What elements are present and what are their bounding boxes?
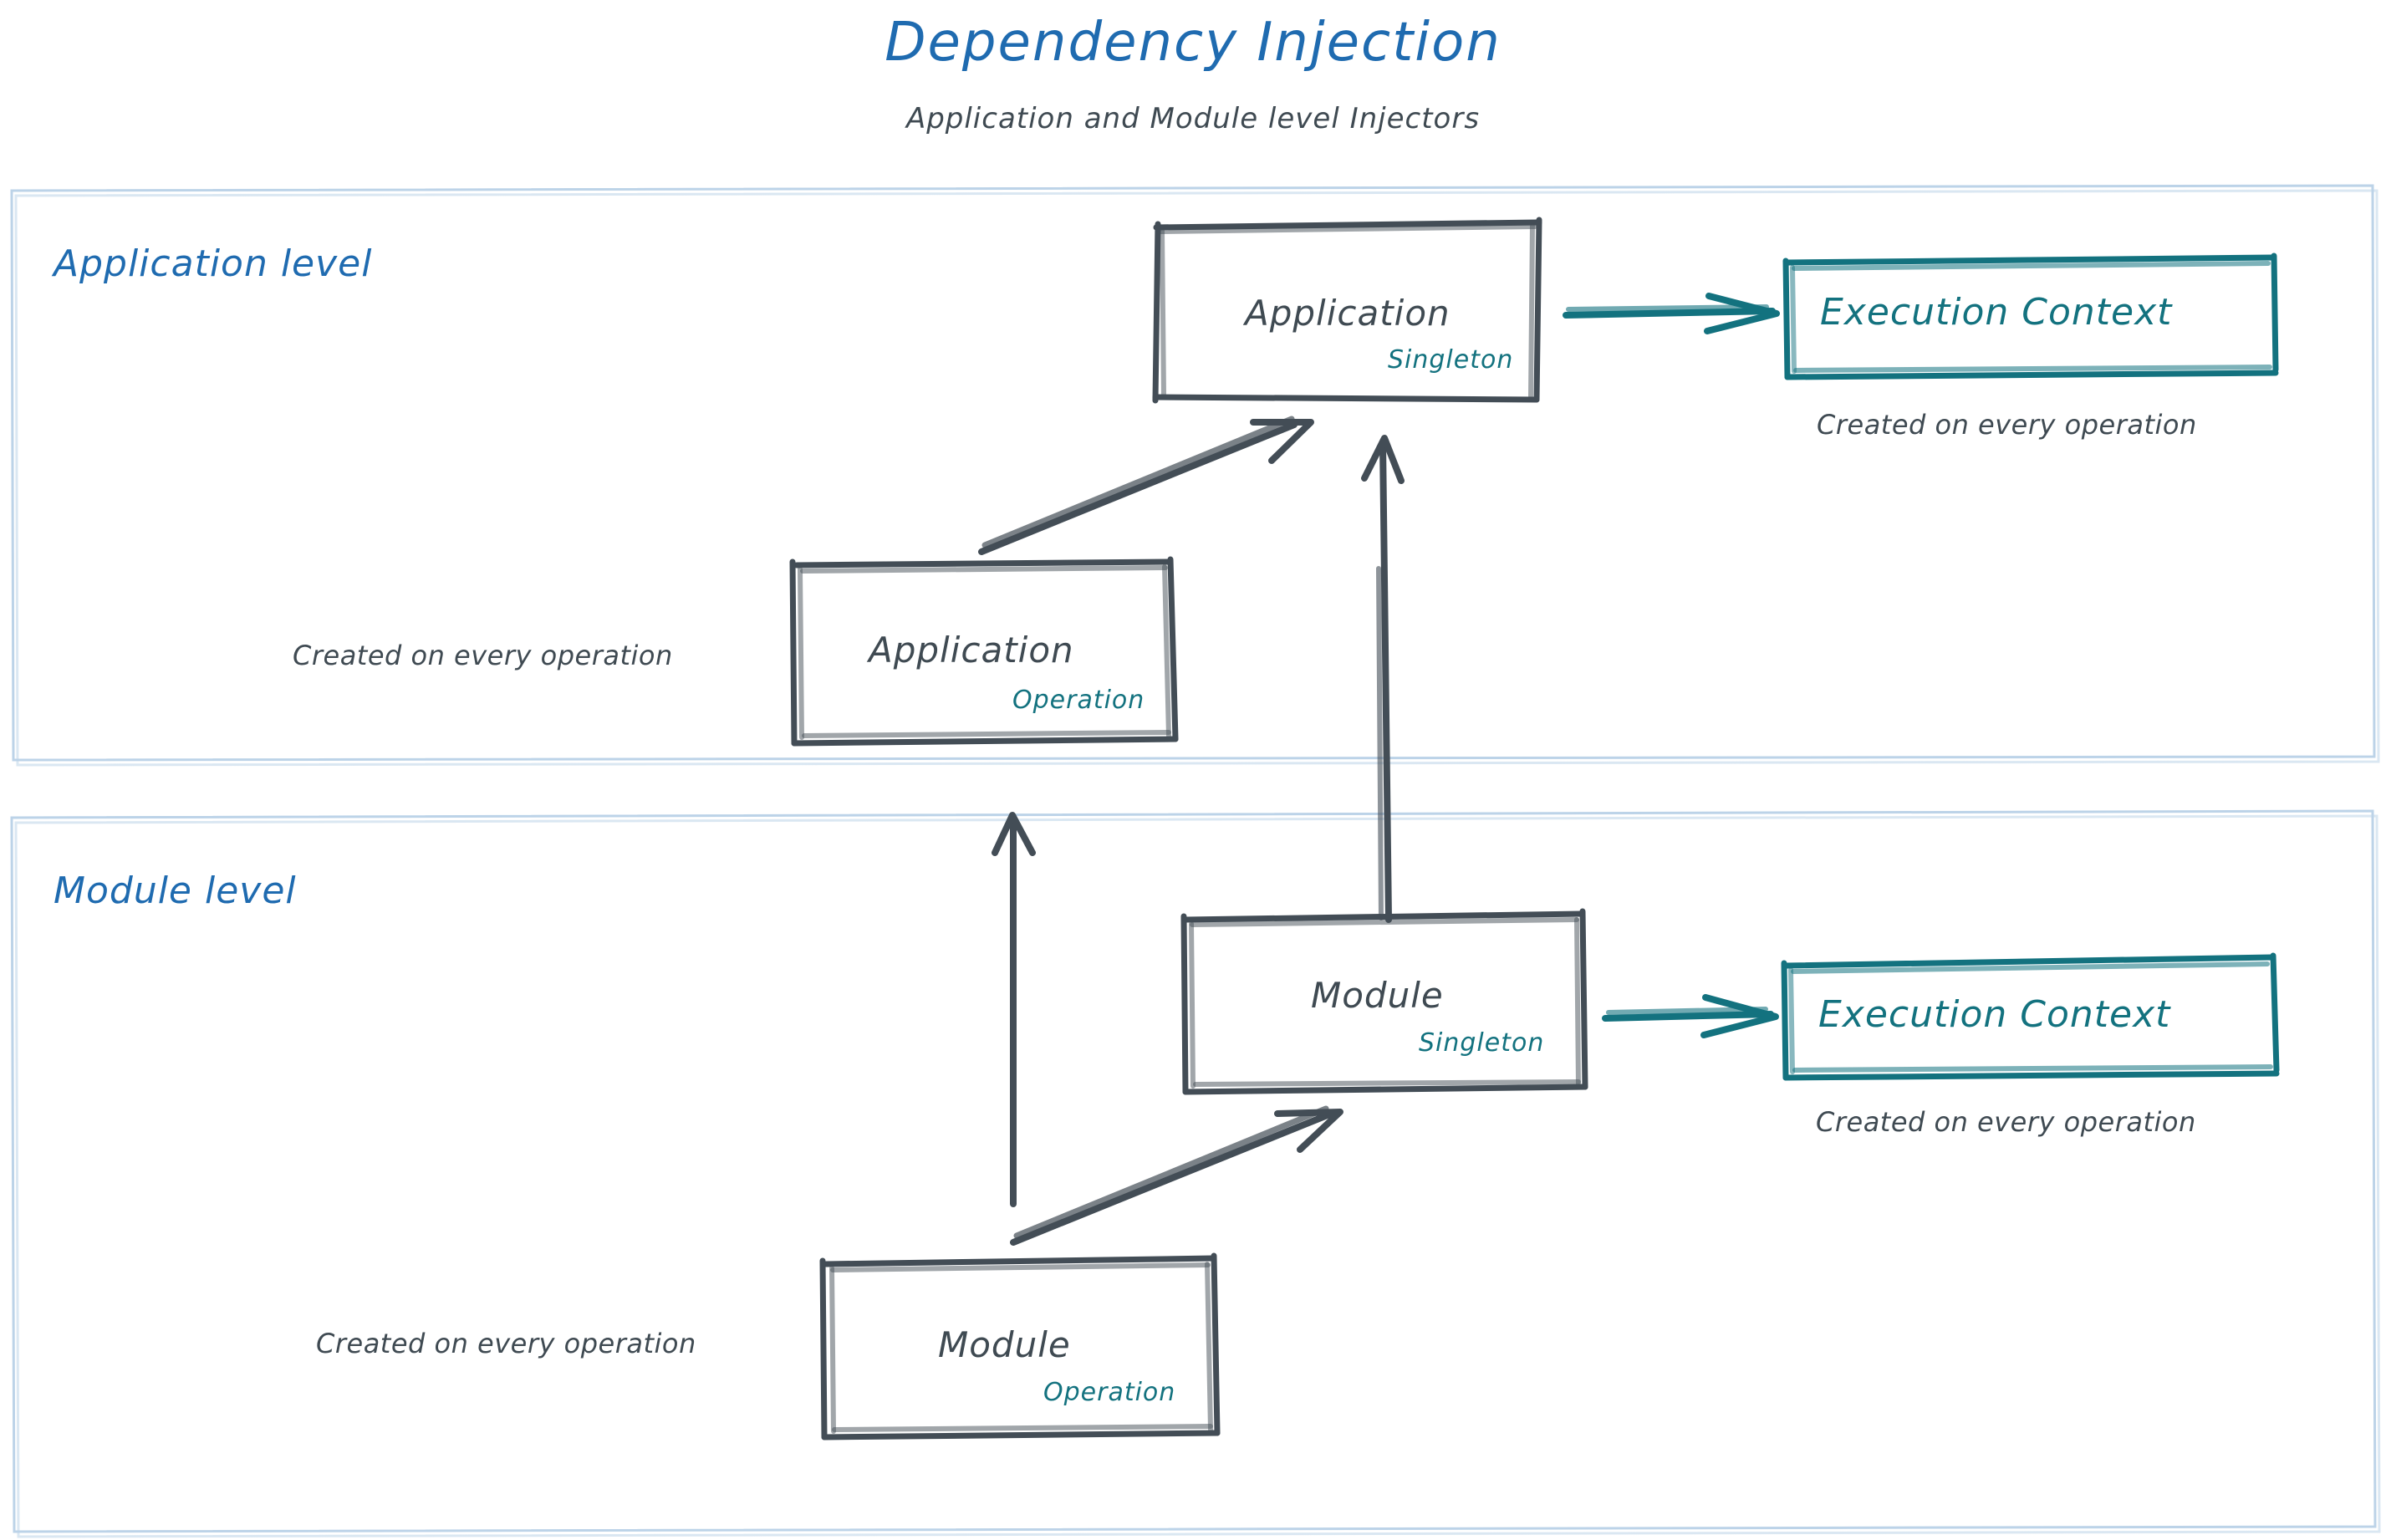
node-execution-context-module-box[interactable] <box>1781 952 2280 1081</box>
edge-app-singleton-to-execution-context <box>1563 293 1780 334</box>
node-application-singleton-box[interactable] <box>1152 217 1542 404</box>
node-scope-application-singleton: Singleton <box>1388 345 1514 375</box>
section-label-application-level: Application level <box>54 242 373 285</box>
node-module-operation-box[interactable] <box>819 1252 1221 1441</box>
edge-module-singleton-to-app-singleton <box>1361 435 1405 923</box>
note-execution-context-app: Created on every operation <box>1817 409 2197 441</box>
node-execution-context-app-box[interactable] <box>1782 252 2279 380</box>
edge-module-operation-to-module-singleton <box>1010 1105 1343 1246</box>
note-module-operation: Created on every operation <box>316 1328 696 1359</box>
edge-module-singleton-to-execution-context <box>1602 994 1779 1038</box>
node-scope-module-operation: Operation <box>1043 1378 1176 1407</box>
node-application-operation-box[interactable] <box>789 556 1179 747</box>
node-label-module-operation: Module <box>938 1324 1071 1365</box>
node-label-execution-context-app: Execution Context <box>1820 291 2173 334</box>
page-subtitle: Application and Module level Injectors <box>905 102 1481 135</box>
edge-app-operation-to-app-singleton <box>978 416 1314 555</box>
node-label-application-operation: Application <box>869 630 1074 671</box>
section-frame-module <box>10 809 2381 1538</box>
node-scope-application-operation: Operation <box>1012 686 1145 715</box>
node-label-module-singleton: Module <box>1311 975 1444 1016</box>
node-module-singleton-box[interactable] <box>1180 908 1588 1095</box>
note-application-operation: Created on every operation <box>293 640 673 671</box>
page-title: Dependency Injection <box>885 12 1501 74</box>
section-label-module-level: Module level <box>54 869 297 912</box>
section-frame-application <box>10 184 2380 767</box>
edge-module-operation-to-app-operation <box>992 812 1036 1207</box>
node-label-application-singleton: Application <box>1245 293 1450 334</box>
node-label-execution-context-module: Execution Context <box>1818 993 2171 1036</box>
note-execution-context-module: Created on every operation <box>1816 1106 2196 1138</box>
node-scope-module-singleton: Singleton <box>1419 1028 1545 1058</box>
